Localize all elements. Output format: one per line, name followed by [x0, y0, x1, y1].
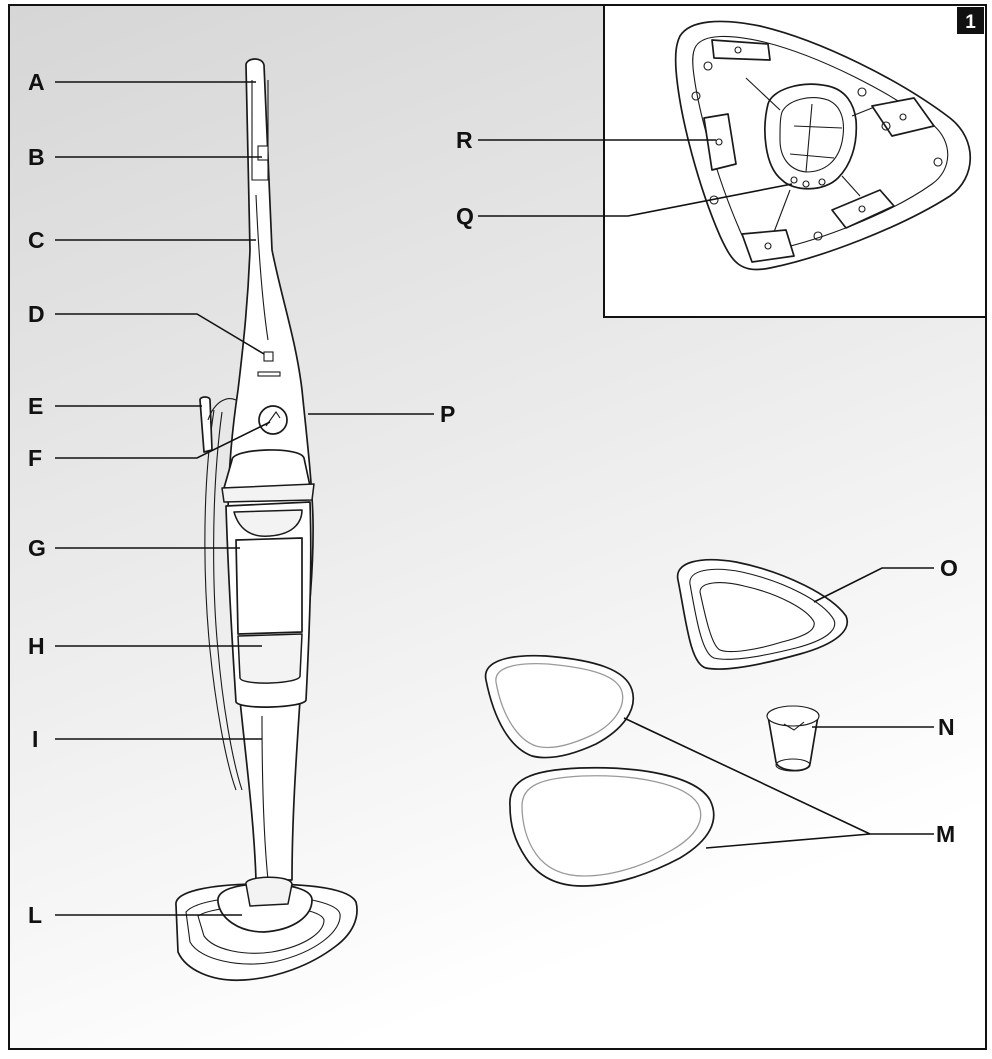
rib-4: [773, 189, 791, 233]
label-R: R: [456, 127, 473, 153]
water-tank: [235, 537, 303, 635]
clip-bottom-left-screw: [764, 242, 772, 250]
knob-pointer: [265, 411, 281, 427]
cleaning-pad-large-stitch: [521, 775, 702, 877]
leader-Q: [478, 183, 793, 217]
label-B: B: [28, 144, 45, 170]
label-L: L: [28, 902, 42, 928]
rib-3: [841, 175, 861, 197]
power-cord-inner: [213, 411, 243, 791]
clip-bottom-right: [831, 189, 895, 229]
leader-M-2: [705, 833, 871, 849]
screw-2: [802, 180, 810, 188]
carpet-glider-rim: [689, 568, 836, 660]
cleaning-pad-small-stitch: [495, 662, 624, 749]
mop-head-underside-inset: 1: [478, 4, 987, 318]
tank-cap-housing: [223, 449, 311, 489]
label-F: F: [28, 445, 42, 471]
hole-5: [813, 231, 823, 241]
leader-F: [55, 421, 271, 459]
cleaning-pads: [484, 654, 715, 887]
clip-bottom-right-screw: [858, 205, 866, 213]
rib-1: [745, 77, 781, 111]
cup-spout-mark: [783, 721, 805, 731]
rotor-bar-3: [805, 103, 813, 173]
cup-base: [775, 758, 811, 772]
label-A: A: [28, 69, 45, 95]
leader-O: [813, 567, 934, 603]
power-cord: [204, 409, 237, 791]
tank-release-button: [237, 633, 303, 684]
cup-rim: [766, 705, 820, 727]
label-G: G: [28, 535, 46, 561]
clip-top-screw: [734, 46, 742, 54]
cleaning-pad-small: [484, 654, 635, 759]
swivel-neck: [245, 876, 293, 907]
cord-hook-bracket: [207, 398, 237, 421]
label-P: P: [440, 401, 455, 427]
screw-3: [818, 178, 826, 186]
label-M: M: [936, 821, 955, 847]
hole-2: [691, 91, 701, 101]
clip-right-screw: [899, 113, 907, 121]
carpet-glider: [676, 558, 849, 670]
cord-hook: [199, 396, 213, 453]
rotor-bar-1: [793, 125, 843, 129]
handle-grip-outline: [251, 80, 269, 181]
indicator-light: [263, 351, 274, 362]
label-D: D: [28, 301, 45, 327]
figure-frame: [8, 4, 987, 1050]
clip-right: [871, 97, 935, 137]
clip-left-screw: [715, 138, 723, 146]
clip-left: [703, 113, 737, 171]
hole-4: [933, 157, 943, 167]
rotor-plate: [779, 97, 845, 173]
screw-1: [790, 176, 798, 184]
figure-number: 1: [965, 12, 976, 33]
hole-7: [881, 121, 891, 131]
label-N: N: [938, 714, 955, 740]
label-I: I: [32, 726, 38, 752]
label-H: H: [28, 633, 45, 659]
steam-mop-body: [175, 58, 358, 982]
steam-trigger-button: [257, 145, 269, 161]
rotor-bar-2: [789, 153, 835, 159]
leader-M-1: [623, 717, 871, 835]
lower-body-seam: [261, 715, 269, 881]
steam-selector-knob: [258, 405, 288, 435]
hole-6: [857, 87, 867, 97]
label-C: C: [28, 227, 45, 253]
cleaning-pad-large: [509, 766, 715, 887]
leader-D: [55, 313, 265, 355]
label-Q: Q: [456, 203, 474, 229]
carpet-glider-outer: [676, 558, 849, 670]
underside-plate-inner: [692, 35, 949, 252]
measuring-cup: [766, 705, 820, 772]
label-O: O: [940, 555, 958, 581]
indicator-slot: [257, 371, 281, 377]
hole-1: [703, 61, 713, 71]
shaft-seam: [255, 194, 269, 341]
tank-collar: [221, 483, 315, 503]
figure-number-badge: [957, 7, 984, 34]
carpet-glider-inner: [699, 582, 815, 653]
clip-bottom-left: [741, 229, 795, 263]
label-E: E: [28, 393, 43, 419]
tank-top-lip: [233, 509, 303, 537]
